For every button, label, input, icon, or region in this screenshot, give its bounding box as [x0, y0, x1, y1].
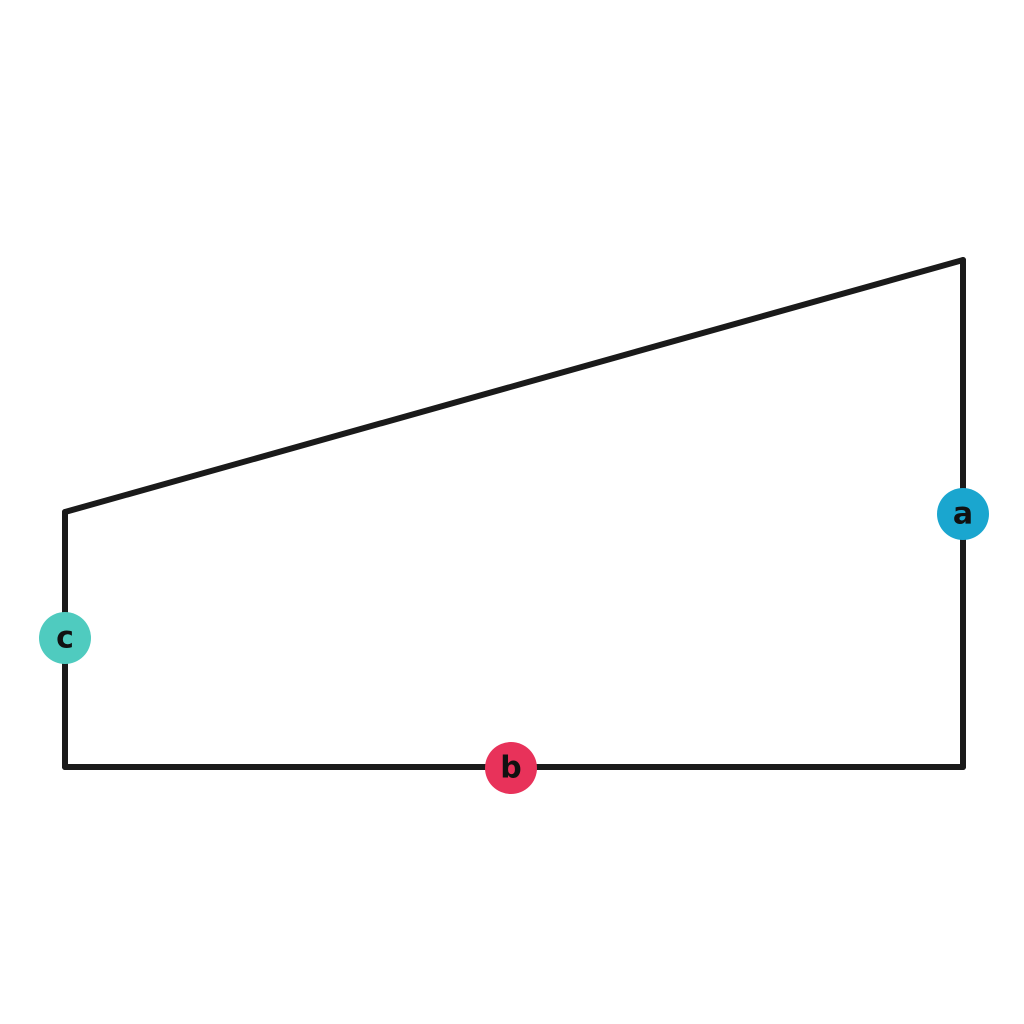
label-c: c	[39, 612, 91, 664]
label-a: a	[937, 488, 989, 540]
label-c-badge	[39, 612, 91, 664]
edge-top	[62, 257, 966, 515]
label-b-text: b	[500, 751, 521, 786]
trapezoid-outline	[62, 257, 966, 770]
label-a-badge	[937, 488, 989, 540]
label-c-text: c	[56, 621, 74, 656]
label-b-badge	[485, 742, 537, 794]
label-a-text: a	[953, 497, 973, 532]
label-b: b	[485, 742, 537, 794]
